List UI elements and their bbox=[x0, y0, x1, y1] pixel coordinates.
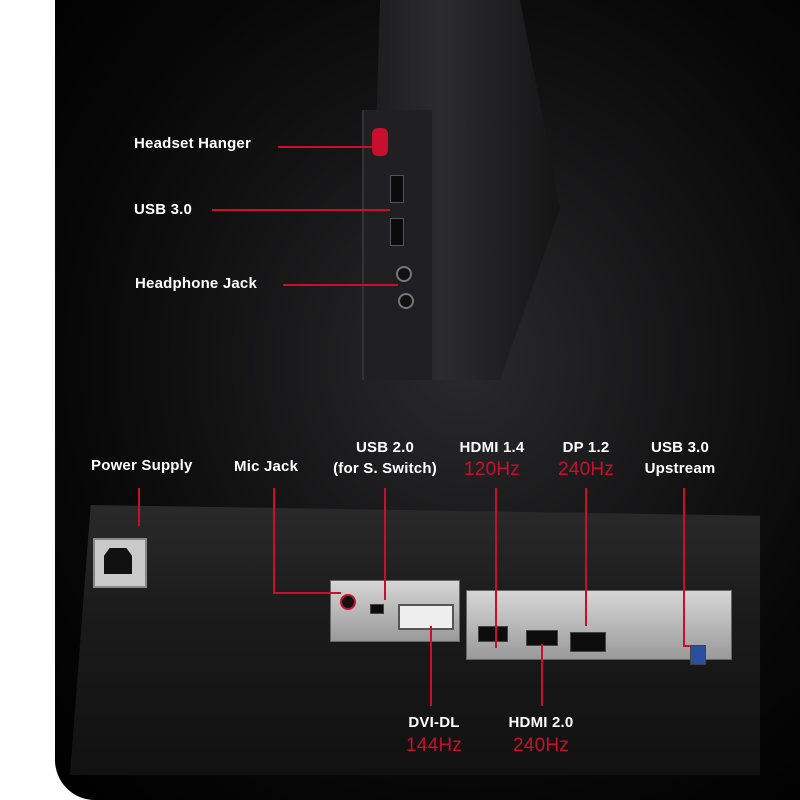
label-usb30-up-sub: Upstream bbox=[644, 460, 716, 477]
label-usb20-title: USB 2.0 bbox=[355, 439, 415, 456]
hdmi14-port bbox=[478, 626, 508, 642]
headset-hanger bbox=[372, 128, 388, 156]
label-hdmi14-hz: 120Hz bbox=[464, 459, 520, 480]
usb20-port bbox=[370, 604, 384, 614]
callout-line bbox=[278, 146, 372, 148]
callout-line bbox=[585, 488, 587, 626]
callout-line bbox=[495, 488, 497, 648]
label-usb30-up-title: USB 3.0 bbox=[650, 439, 710, 456]
callout-line bbox=[384, 488, 386, 600]
label-headset-hanger: Headset Hanger bbox=[134, 135, 252, 152]
mic-jack-port bbox=[340, 594, 356, 610]
label-dp12-hz: 240Hz bbox=[558, 459, 614, 480]
label-hdmi14-title: HDMI 1.4 bbox=[459, 439, 525, 456]
callout-line bbox=[541, 644, 543, 706]
label-hdmi20: HDMI 2.0 240Hz bbox=[509, 711, 574, 757]
callout-line bbox=[138, 488, 140, 526]
label-usb20-sub: (for S. Switch) bbox=[333, 460, 437, 477]
power-socket bbox=[93, 538, 147, 588]
usb30-upstream-port bbox=[690, 645, 706, 665]
label-headphone-jack: Headphone Jack bbox=[135, 275, 258, 292]
label-dvi-title: DVI-DL bbox=[408, 714, 460, 731]
usb30-port bbox=[390, 218, 404, 246]
callout-line bbox=[283, 284, 398, 286]
callout-line bbox=[683, 645, 691, 647]
label-mic-jack: Mic Jack bbox=[234, 458, 299, 475]
dvi-port bbox=[398, 604, 454, 630]
label-dvi: DVI-DL 144Hz bbox=[406, 711, 462, 757]
usb30-port bbox=[390, 175, 404, 203]
callout-line bbox=[212, 209, 390, 211]
label-power-supply: Power Supply bbox=[91, 457, 193, 474]
label-dp12-title: DP 1.2 bbox=[562, 439, 610, 456]
label-hdmi20-hz: 240Hz bbox=[513, 735, 569, 756]
callout-line bbox=[273, 488, 275, 592]
headphone-jack-port bbox=[396, 266, 412, 282]
label-dvi-hz: 144Hz bbox=[406, 735, 462, 756]
callout-line bbox=[273, 592, 341, 594]
callout-line bbox=[430, 626, 432, 706]
mic-jack-port bbox=[398, 293, 414, 309]
label-hdmi14: HDMI 1.4 120Hz bbox=[460, 437, 525, 481]
label-usb20: USB 2.0 (for S. Switch) bbox=[333, 437, 437, 479]
callout-line bbox=[683, 488, 685, 646]
label-usb30: USB 3.0 bbox=[134, 201, 193, 218]
dp-port bbox=[570, 632, 606, 652]
label-dp12: DP 1.2 240Hz bbox=[558, 437, 614, 481]
label-hdmi20-title: HDMI 2.0 bbox=[508, 714, 574, 731]
